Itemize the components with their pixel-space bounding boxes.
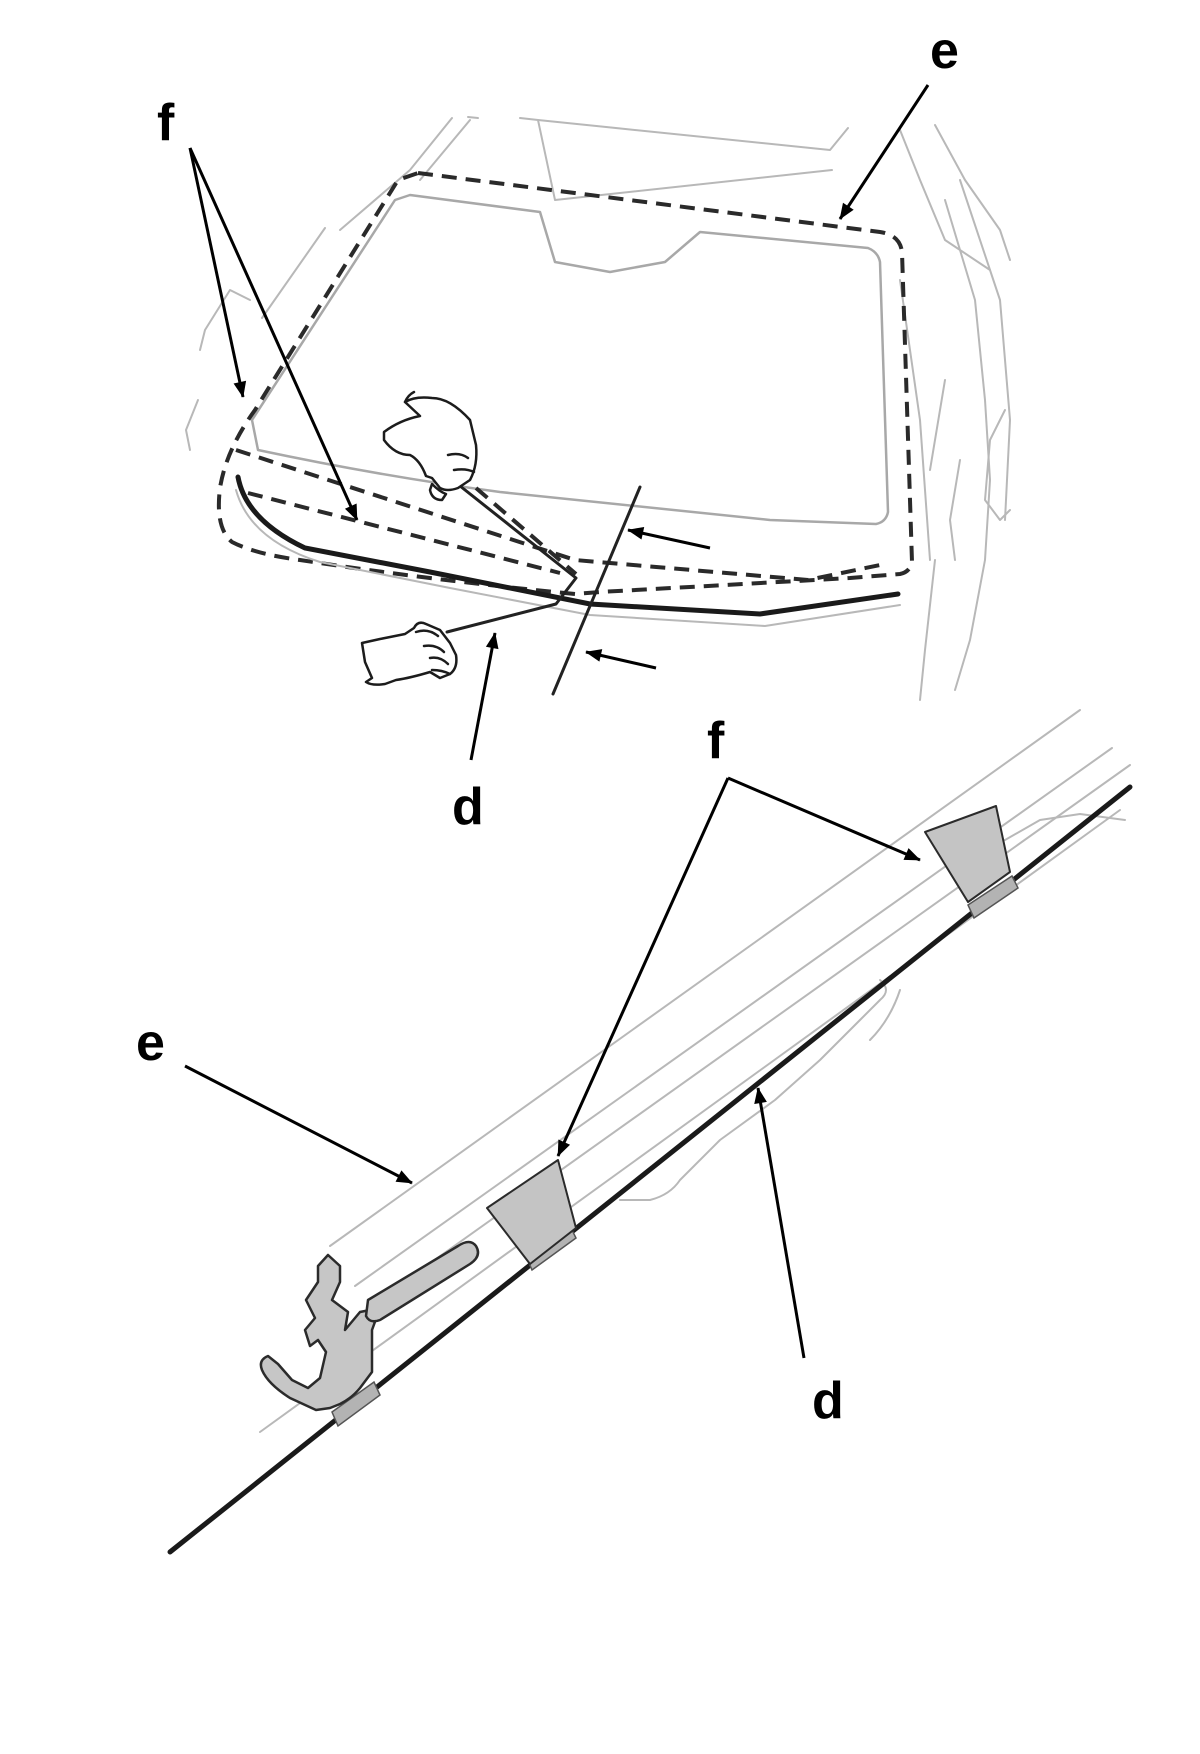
seal-strip-base-3	[331, 1380, 381, 1428]
cowl-edge	[235, 474, 901, 617]
alignment-arrow-lower	[585, 649, 657, 670]
hand-lower	[360, 621, 458, 686]
seal-strip-base-1	[967, 874, 1019, 920]
alignment-line	[551, 485, 642, 696]
glass-surface-line	[167, 784, 1133, 1555]
label-top-f: f	[157, 94, 175, 152]
leader-top-f-1	[188, 147, 247, 398]
leader-top-d	[469, 632, 499, 761]
alignment-arrow-upper	[627, 527, 711, 550]
windshield-glass-edge	[250, 193, 890, 526]
label-bottom-e: e	[136, 1014, 165, 1072]
label-top-d: d	[452, 778, 484, 836]
leader-bottom-e	[184, 1064, 413, 1185]
tape-block-upper	[924, 805, 1011, 903]
leader-top-f-2	[188, 147, 359, 521]
molding-profile	[259, 1253, 382, 1412]
windshield-illustration: e f d	[157, 22, 1011, 836]
leader-bottom-d	[754, 1087, 806, 1359]
molding-lip	[364, 1240, 480, 1323]
label-bottom-d: d	[812, 1372, 844, 1430]
label-bottom-f: f	[707, 712, 725, 770]
leader-bottom-f-2	[556, 777, 730, 1157]
leader-bottom-f-1	[727, 776, 921, 862]
vehicle-body-lines	[185, 116, 1011, 701]
label-top-e: e	[930, 22, 959, 80]
leader-top-e	[838, 84, 930, 220]
molding-inner-dash	[235, 448, 881, 582]
molding-detail-illustration: f e d	[136, 709, 1133, 1555]
hand-upper	[382, 390, 478, 502]
tape-block-lower	[486, 1159, 577, 1265]
molding-outline	[216, 171, 914, 596]
cut-wire	[445, 480, 578, 634]
